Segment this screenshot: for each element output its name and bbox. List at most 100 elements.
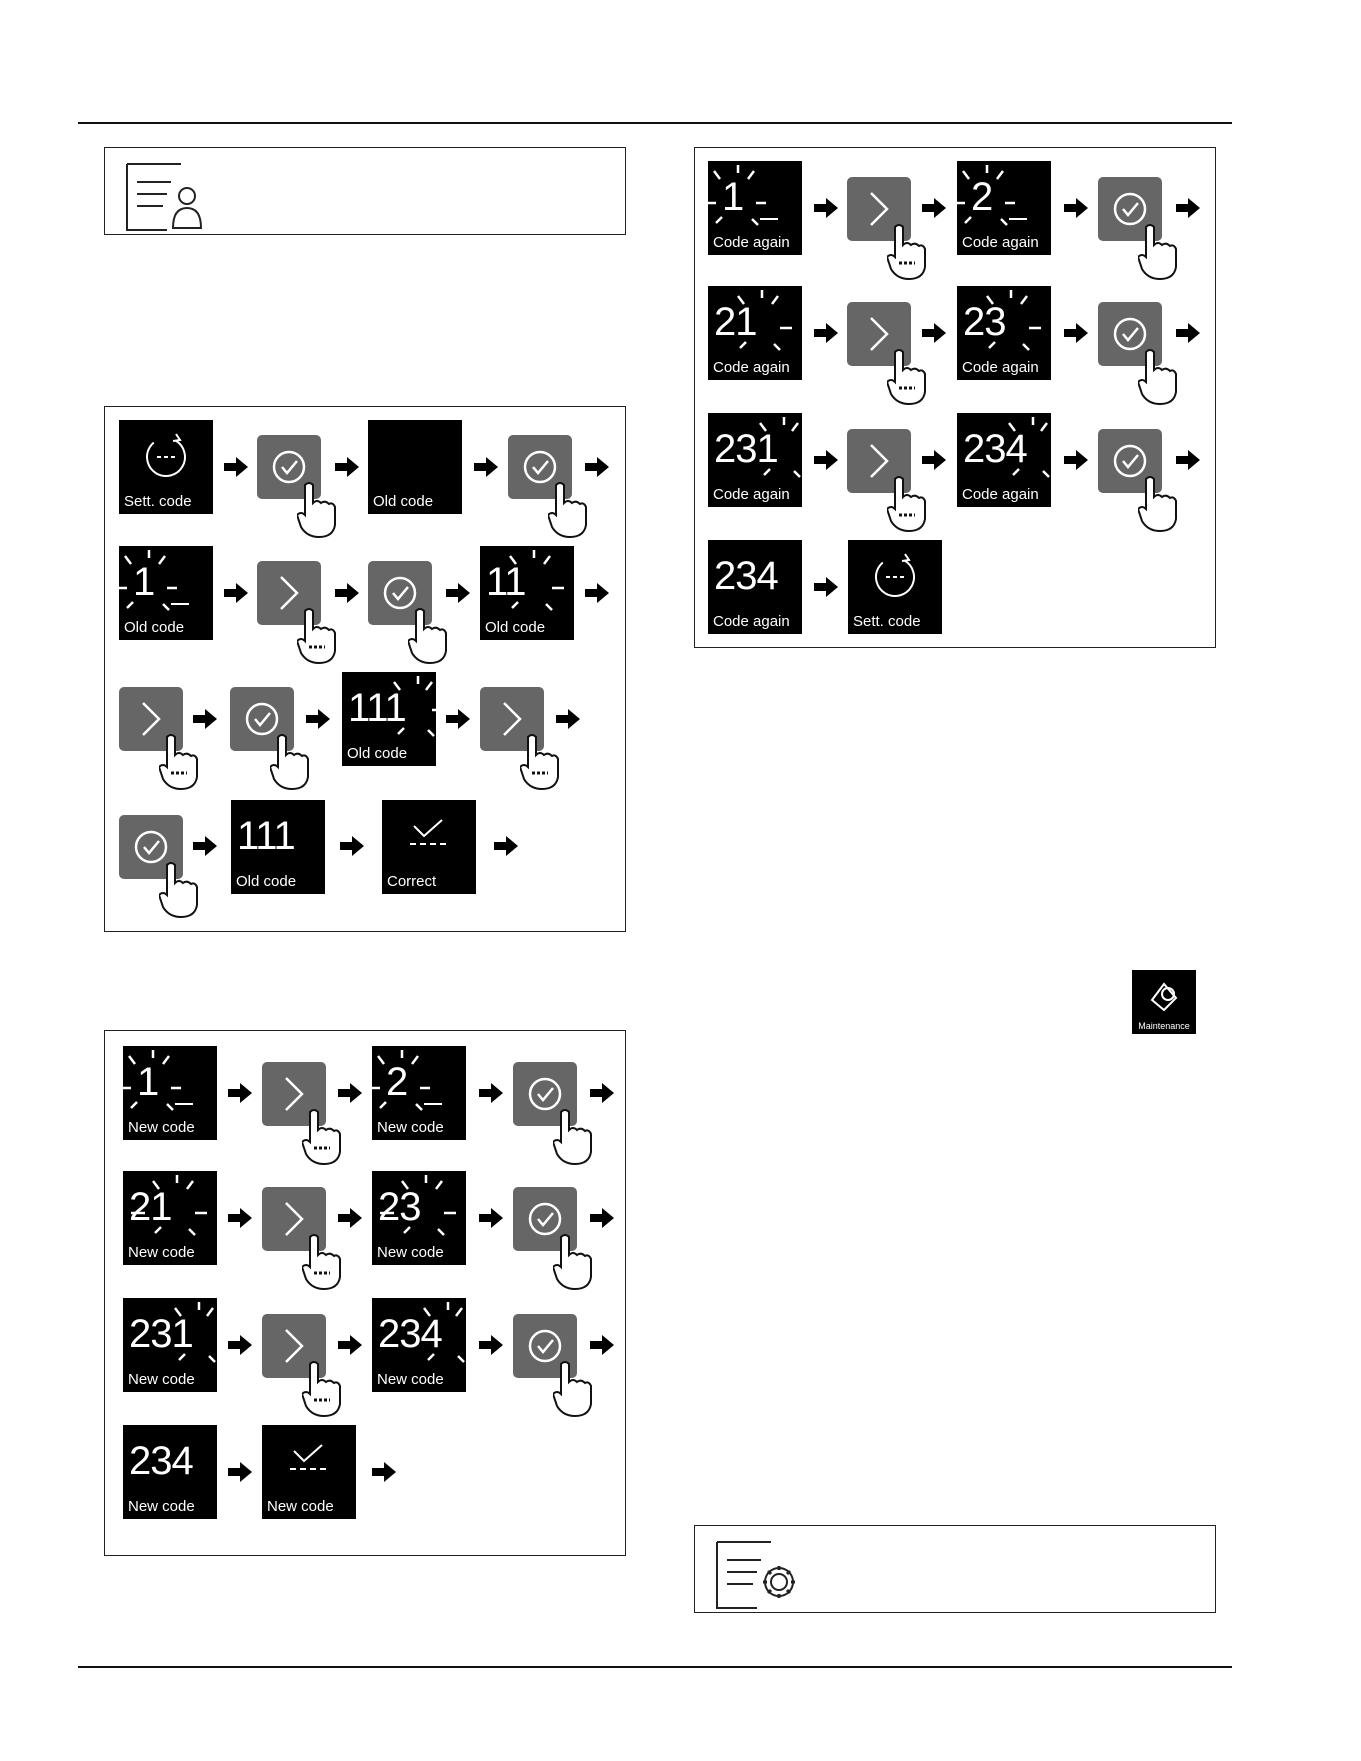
- hand-pointer-icon: [520, 733, 560, 791]
- hand-pointer-icon: [553, 1233, 593, 1291]
- hand-pointer-icon: [270, 733, 310, 791]
- display-code-again-digit-1: 1 Code again: [708, 161, 802, 255]
- display-new-code-digits-21: 21 New code: [123, 1171, 217, 1265]
- display-correct: Correct: [382, 800, 476, 894]
- arrow-right-icon: [338, 1083, 362, 1103]
- user-manual-icon: [123, 156, 213, 236]
- arrow-right-icon: [1176, 323, 1200, 343]
- arrow-right-icon: [922, 198, 946, 218]
- arrow-right-icon: [446, 709, 470, 729]
- arrow-right-icon: [224, 457, 248, 477]
- display-caption: Old code: [236, 873, 296, 890]
- display-new-code-digit-2: 2 New code: [372, 1046, 466, 1140]
- display-caption: Code again: [962, 486, 1039, 503]
- arrow-right-icon: [814, 450, 838, 470]
- display-sett-code-final: Sett. code: [848, 540, 942, 634]
- display-old-code-digits-11: 11 Old code: [480, 546, 574, 640]
- display-code-again-digits-21: 21 Code again: [708, 286, 802, 380]
- arrow-right-icon: [1176, 450, 1200, 470]
- display-old-code: Old code: [368, 420, 462, 514]
- arrow-right-icon: [479, 1335, 503, 1355]
- maintenance-tile: Maintenance: [1132, 970, 1196, 1034]
- arrow-right-icon: [372, 1462, 396, 1482]
- arrow-right-icon: [479, 1208, 503, 1228]
- arrow-right-icon: [228, 1335, 252, 1355]
- hand-pointer-icon: [159, 861, 199, 919]
- top-rule: [78, 122, 1232, 124]
- display-code-again-digits-231: 231 Code again: [708, 413, 802, 507]
- arrow-right-icon: [814, 198, 838, 218]
- arrow-right-icon: [224, 583, 248, 603]
- hand-pointer-icon: [159, 733, 199, 791]
- display-old-code-digit-1: 1 Old code: [119, 546, 213, 640]
- arrow-right-icon: [585, 457, 609, 477]
- hand-pointer-icon: [297, 607, 337, 665]
- display-caption: New code: [128, 1371, 195, 1388]
- hand-pointer-icon: [887, 348, 927, 406]
- hand-pointer-icon: [553, 1108, 593, 1166]
- display-value: 234: [714, 554, 778, 599]
- display-caption: Sett. code: [853, 613, 921, 630]
- hand-pointer-icon: [302, 1108, 342, 1166]
- maintenance-label: Maintenance: [1132, 1021, 1196, 1031]
- maintenance-icon: [1132, 970, 1196, 1020]
- display-code-again-entered: 234 Code again: [708, 540, 802, 634]
- display-caption: New code: [377, 1244, 444, 1261]
- display-caption: Old code: [124, 619, 184, 636]
- arrow-right-icon: [474, 457, 498, 477]
- arrow-right-icon: [590, 1335, 614, 1355]
- service-info-box: [694, 1525, 1216, 1613]
- display-caption: Sett. code: [124, 493, 192, 510]
- arrow-right-icon: [335, 457, 359, 477]
- arrow-right-icon: [338, 1208, 362, 1228]
- display-caption: New code: [128, 1498, 195, 1515]
- display-code-again-digits-23: 23 Code again: [957, 286, 1051, 380]
- arrow-right-icon: [335, 583, 359, 603]
- display-caption: New code: [377, 1119, 444, 1136]
- display-caption: New code: [267, 1498, 334, 1515]
- arrow-right-icon: [585, 583, 609, 603]
- arrow-right-icon: [1064, 323, 1088, 343]
- display-code-again-digits-234: 234 Code again: [957, 413, 1051, 507]
- hand-pointer-icon: [408, 607, 448, 665]
- arrow-right-icon: [479, 1083, 503, 1103]
- hand-pointer-icon: [1138, 223, 1178, 281]
- hand-pointer-icon: [553, 1360, 593, 1418]
- hand-pointer-icon: [297, 481, 337, 539]
- display-caption: Code again: [713, 359, 790, 376]
- bottom-rule: [78, 1666, 1232, 1668]
- arrow-right-icon: [228, 1083, 252, 1103]
- arrow-right-icon: [340, 836, 364, 856]
- display-new-code-saved: New code: [262, 1425, 356, 1519]
- arrow-right-icon: [922, 323, 946, 343]
- arrow-right-icon: [338, 1335, 362, 1355]
- display-caption: New code: [377, 1371, 444, 1388]
- display-value: 111: [237, 814, 295, 859]
- arrow-right-icon: [193, 836, 217, 856]
- display-old-code-digits-111: 111 Old code: [342, 672, 436, 766]
- hand-pointer-icon: [1138, 475, 1178, 533]
- arrow-right-icon: [556, 709, 580, 729]
- display-caption: Correct: [387, 873, 436, 890]
- display-caption: Code again: [713, 613, 790, 630]
- display-caption: Old code: [373, 493, 433, 510]
- display-value: 234: [129, 1439, 193, 1484]
- display-caption: Code again: [962, 359, 1039, 376]
- hand-pointer-icon: [548, 481, 588, 539]
- display-caption: Old code: [347, 745, 407, 762]
- arrow-right-icon: [590, 1083, 614, 1103]
- display-new-code-digits-23: 23 New code: [372, 1171, 466, 1265]
- hand-pointer-icon: [887, 475, 927, 533]
- display-new-code-digits-231: 231 New code: [123, 1298, 217, 1392]
- display-new-code-entered: 234 New code: [123, 1425, 217, 1519]
- user-info-box: [104, 147, 626, 235]
- arrow-right-icon: [1064, 450, 1088, 470]
- display-caption: New code: [128, 1119, 195, 1136]
- arrow-right-icon: [494, 836, 518, 856]
- arrow-right-icon: [590, 1208, 614, 1228]
- settings-manual-icon: [713, 1534, 803, 1614]
- arrow-right-icon: [1176, 198, 1200, 218]
- display-caption: Code again: [713, 486, 790, 503]
- display-caption: Code again: [962, 234, 1039, 251]
- hand-pointer-icon: [887, 223, 927, 281]
